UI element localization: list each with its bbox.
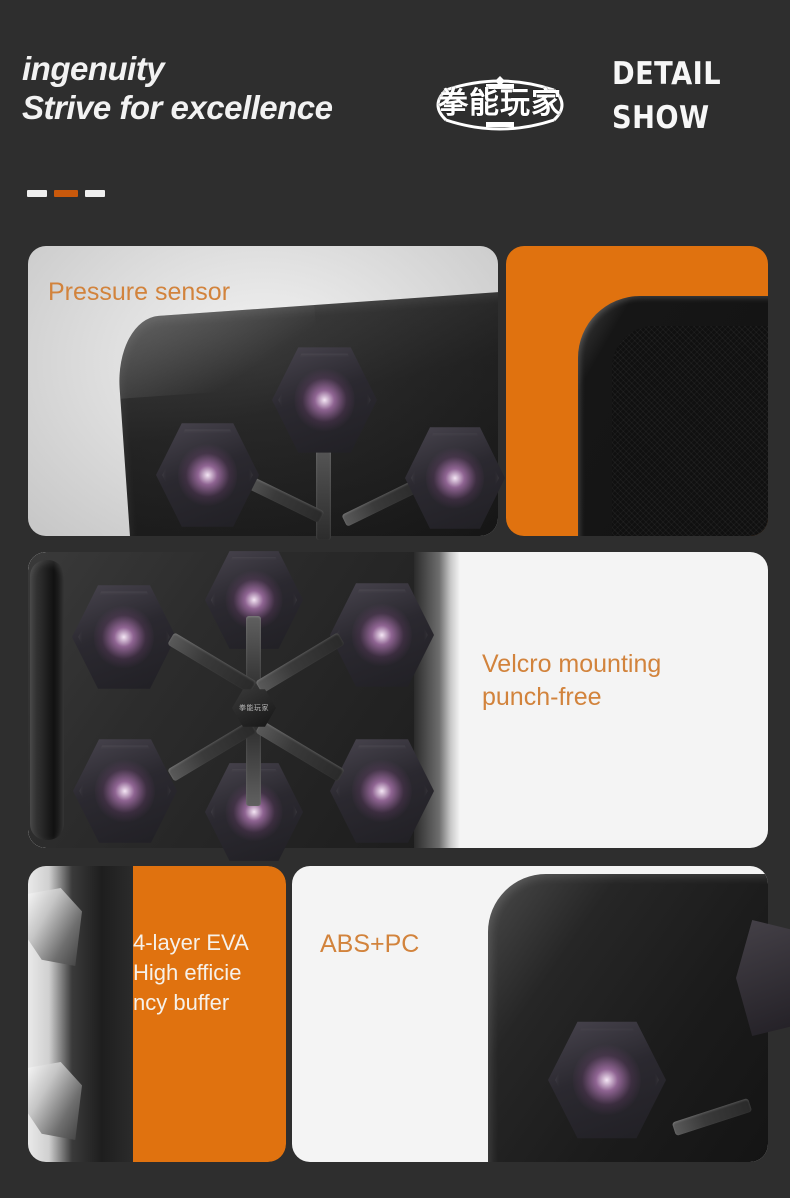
- product-mesh-surface: [612, 326, 768, 536]
- dash-mark-1: [27, 190, 47, 197]
- eva-bracket-bottom: [28, 1062, 82, 1140]
- pad-spoke-center: [316, 450, 331, 540]
- caption-eva-buffer: 4-layer EVA High efficie ncy buffer: [133, 930, 249, 1015]
- divider-dashes: [27, 190, 105, 197]
- headline-block: ingenuity Strive for excellence: [22, 50, 482, 128]
- headline-line-1: ingenuity: [22, 50, 165, 87]
- hex-target-bottom-right: [330, 739, 434, 843]
- hex-target-top-right: [330, 583, 434, 687]
- eva-orange-panel: [133, 866, 286, 1162]
- brand-logo-text: 拳能玩家: [438, 86, 562, 121]
- hex-target-left: [156, 423, 259, 527]
- page-header: ingenuity Strive for excellence 拳能玩家 DET…: [0, 0, 790, 228]
- caption-pressure-sensor: Pressure sensor: [48, 278, 231, 306]
- eva-bracket-top: [28, 888, 82, 966]
- eva-layer-edge-artwork: [28, 866, 133, 1162]
- card-product-corner[interactable]: [506, 246, 768, 536]
- caption-abs-pc: ABS+PC: [320, 930, 420, 958]
- hex-target-top-center: [272, 347, 377, 453]
- caption-velcro-mounting: Velcro mounting punch-free: [482, 650, 662, 711]
- product-corner-artwork: [578, 296, 768, 536]
- pad-spoke-bottom: [246, 720, 261, 806]
- headline-line-2: Strive for excellence: [22, 89, 333, 126]
- hub-brand-mark: 拳能玩家: [239, 704, 269, 712]
- card-eva-buffer[interactable]: [28, 866, 286, 1162]
- section-title-line-1: DETAIL: [612, 56, 722, 92]
- dash-mark-3: [85, 190, 105, 197]
- brand-frame-icon: [436, 76, 564, 131]
- dash-mark-accent: [54, 190, 78, 197]
- brand-logo: 拳能玩家: [424, 74, 576, 136]
- pad-left-edge: [30, 560, 64, 840]
- section-title: DETAIL SHOW: [612, 52, 787, 140]
- section-title-line-2: SHOW: [612, 100, 710, 136]
